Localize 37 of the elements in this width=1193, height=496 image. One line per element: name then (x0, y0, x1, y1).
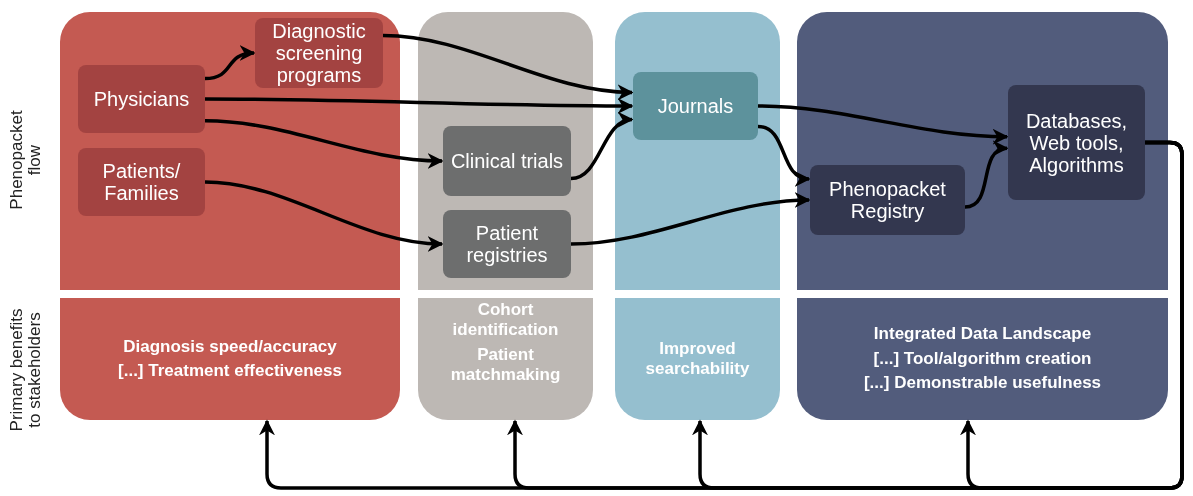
benefit-text: Integrated Data Landscape (873, 324, 1092, 345)
process-box: Clinical trials (443, 126, 571, 196)
arrow (204, 46, 256, 81)
process-box: Patient registries (443, 210, 571, 278)
arrow (757, 124, 811, 185)
benefit-text: Patient matchmaking (449, 344, 562, 386)
arrow (204, 180, 444, 252)
benefit-text: [...] Tool/algorithm creation (873, 348, 1092, 370)
benefit-panel (60, 298, 400, 420)
arrow (205, 97, 634, 114)
process-box: Patients/ Families (78, 148, 205, 216)
process-box: Databases, Web tools, Algorithms (1008, 85, 1145, 200)
benefit-text: [...] Treatment effectiveness (118, 361, 342, 382)
arrow (570, 192, 811, 246)
process-box: Physicians (78, 65, 205, 133)
column-panel (60, 12, 400, 290)
arrow (570, 114, 634, 181)
benefit-panel (797, 298, 1168, 420)
process-box: Phenopacket Registry (810, 165, 965, 235)
process-box: Diagnostic screening programs (255, 18, 383, 88)
benefit-text: Improved searchability (644, 338, 751, 380)
axis-label: Primary benefits to stakeholders (8, 307, 45, 434)
benefit-text: Diagnosis speed/accuracy (123, 336, 337, 357)
benefit-panel (615, 298, 780, 420)
arrow (757, 104, 1009, 145)
arrow (964, 142, 1009, 209)
arrow (960, 140, 1184, 490)
column-panel (615, 12, 780, 290)
arrow (204, 119, 444, 169)
column-panel (797, 12, 1168, 290)
benefit-text: Cohort identification (451, 300, 560, 341)
axis-label: Phenopacket flow (8, 109, 45, 212)
benefit-text: [...] Demonstrable usefulness (863, 373, 1102, 394)
benefit-panel (418, 298, 593, 420)
column-panel (418, 12, 593, 290)
process-box: Journals (633, 72, 758, 140)
arrow (382, 33, 634, 100)
